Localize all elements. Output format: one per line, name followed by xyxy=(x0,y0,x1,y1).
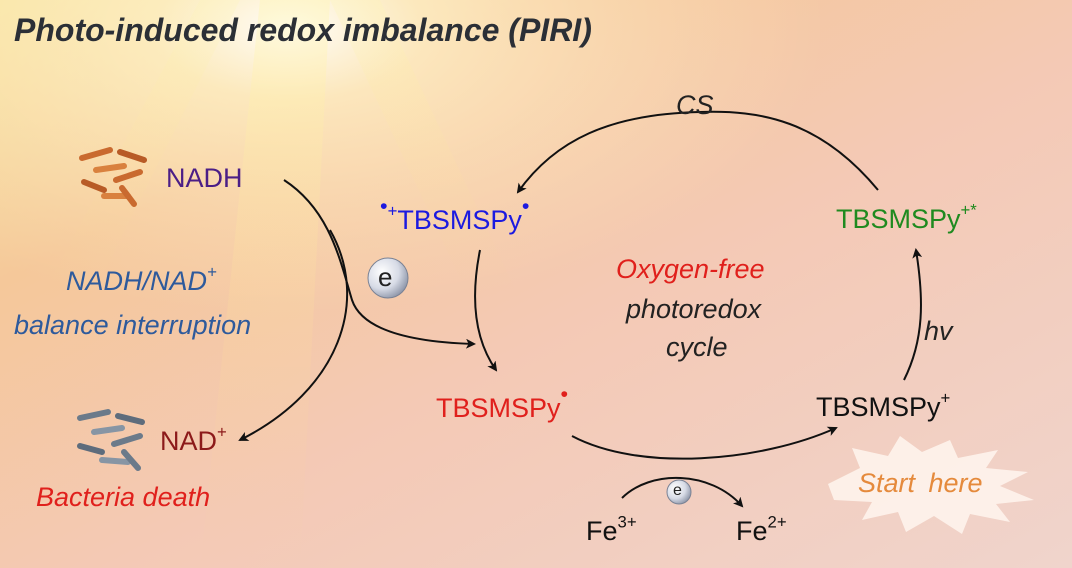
nadh-to-nad-arrow xyxy=(238,229,349,441)
radical-cation-dot-left: • xyxy=(380,193,388,218)
fe3-text: Fe xyxy=(586,516,618,546)
center-line1: Oxygen-free xyxy=(616,254,765,284)
bacteria-gray-icon xyxy=(77,409,145,471)
hv-arrow xyxy=(903,248,923,381)
ground-state-label: TBSMSPy+ xyxy=(816,390,950,422)
fe2-text: Fe xyxy=(736,516,768,546)
excited-state-label: TBSMSPy+* xyxy=(836,202,977,234)
nad-text: NAD xyxy=(160,426,218,456)
page-title: Photo-induced redox imbalance (PIRI) xyxy=(14,12,592,48)
cs-label: CS xyxy=(676,90,714,120)
center-line2: photoredox xyxy=(626,294,762,324)
center-line3: cycle xyxy=(666,332,728,362)
electron-ball-large xyxy=(367,257,409,299)
interrupt-line1-text: NADH/NAD xyxy=(66,266,208,296)
radical-dot: • xyxy=(560,381,569,406)
fe2-label: Fe2+ xyxy=(736,514,787,546)
electron-large-label: e xyxy=(378,262,393,292)
radical-cation-plus: + xyxy=(387,201,398,221)
interrupt-line1-sup: + xyxy=(207,262,217,282)
interrupt-line2: balance interruption xyxy=(14,310,252,340)
interrupt-line1: NADH/NAD+ xyxy=(66,264,217,296)
bacteria-death-label: Bacteria death xyxy=(36,482,211,512)
excited-sup: +* xyxy=(960,200,977,220)
fe-arrow xyxy=(621,476,744,508)
radical-cation-label: •+TBSMSPy• xyxy=(380,195,529,236)
ground-name: TBSMSPy xyxy=(816,392,941,422)
nadh-text: NADH xyxy=(166,163,243,193)
cs-arrow xyxy=(516,110,879,194)
radical-name: TBSMSPy xyxy=(436,393,561,424)
electron-small-label: e xyxy=(673,482,682,499)
radical-cation-to-radical-arrow xyxy=(474,249,498,372)
start-burst-shape xyxy=(828,436,1034,534)
radical-to-ground-arrow xyxy=(571,426,838,460)
nad-label: NAD+ xyxy=(160,424,227,456)
bacteria-orange-icon xyxy=(79,147,147,207)
fe3-sup: 3+ xyxy=(617,512,637,532)
electron-ball-small xyxy=(666,479,692,505)
excited-name: TBSMSPy xyxy=(836,204,961,234)
fe3-label: Fe3+ xyxy=(586,514,637,546)
start-here-label: Start here xyxy=(858,468,983,498)
nadh-to-radical-arrow xyxy=(283,179,476,349)
nad-sup: + xyxy=(217,422,227,442)
hv-label: hv xyxy=(924,316,953,346)
ground-sup: + xyxy=(940,388,951,408)
fe2-sup: 2+ xyxy=(767,512,787,532)
radical-label: TBSMSPy• xyxy=(436,383,568,424)
radical-cation-dot-right: • xyxy=(521,193,530,218)
nadh-label: NADH xyxy=(166,165,243,192)
radical-cation-name: TBSMSPy xyxy=(397,205,522,236)
